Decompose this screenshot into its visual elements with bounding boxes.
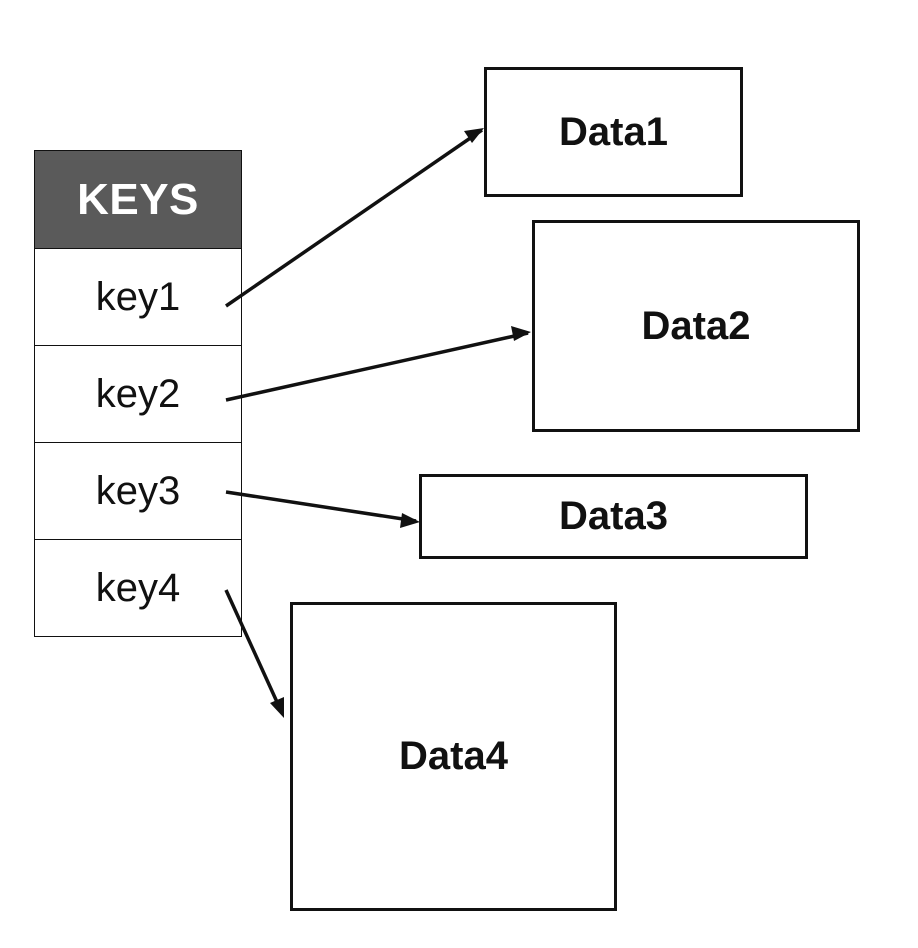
data-box-4: Data4 [290, 602, 617, 911]
key-cell-1: key1 [35, 248, 241, 345]
arrowhead-key4 [270, 697, 284, 718]
data-box-3: Data3 [419, 474, 808, 559]
arrowhead-key2 [511, 326, 531, 341]
arrow-key1-to-data1 [225, 128, 483, 308]
data-box-2: Data2 [532, 220, 860, 432]
keys-header: KEYS [35, 151, 241, 248]
key-cell-2: key2 [35, 345, 241, 442]
key-cell-3: key3 [35, 442, 241, 539]
arrowhead-key1 [464, 128, 484, 143]
key-cell-4: key4 [35, 539, 241, 636]
keys-table: KEYS key1 key2 key3 key4 [34, 150, 242, 637]
data-box-1: Data1 [484, 67, 743, 197]
arrow-key2-to-data2 [225, 331, 529, 402]
arrowhead-key3 [400, 513, 420, 528]
arrow-key3-to-data3 [225, 490, 417, 523]
